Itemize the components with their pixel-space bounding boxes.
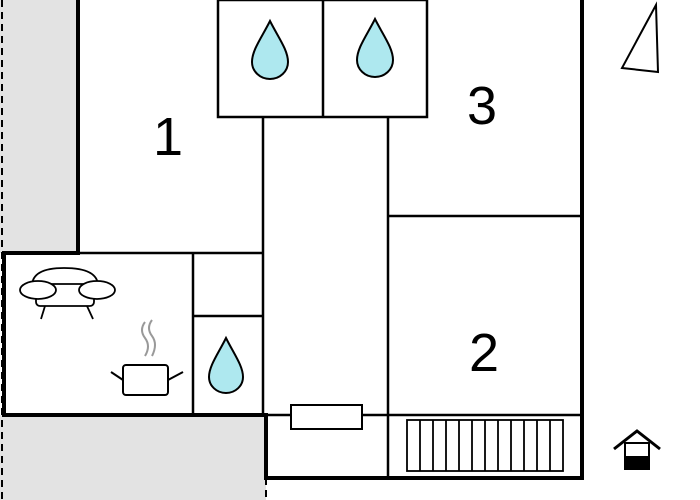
sofa-icon [19, 267, 116, 320]
house-entrance-icon [613, 429, 661, 470]
water-drop-icon [250, 18, 290, 80]
water-drop-icon [355, 16, 395, 78]
house-floor [4, 0, 582, 478]
stairs-icon [406, 419, 564, 472]
north-arrow-icon [620, 1, 660, 74]
cooking-pot-icon [110, 319, 184, 396]
outdoor-area-bottom [0, 415, 266, 500]
room-label-2: 2 [469, 323, 499, 383]
room-label-3: 3 [467, 76, 497, 136]
room-label-1: 1 [153, 107, 183, 167]
outdoor-area-left [0, 0, 78, 253]
radiator-icon [290, 404, 363, 430]
water-drop-icon [207, 335, 245, 394]
interior-walls [78, 0, 582, 478]
outer-walls [2, 0, 584, 480]
